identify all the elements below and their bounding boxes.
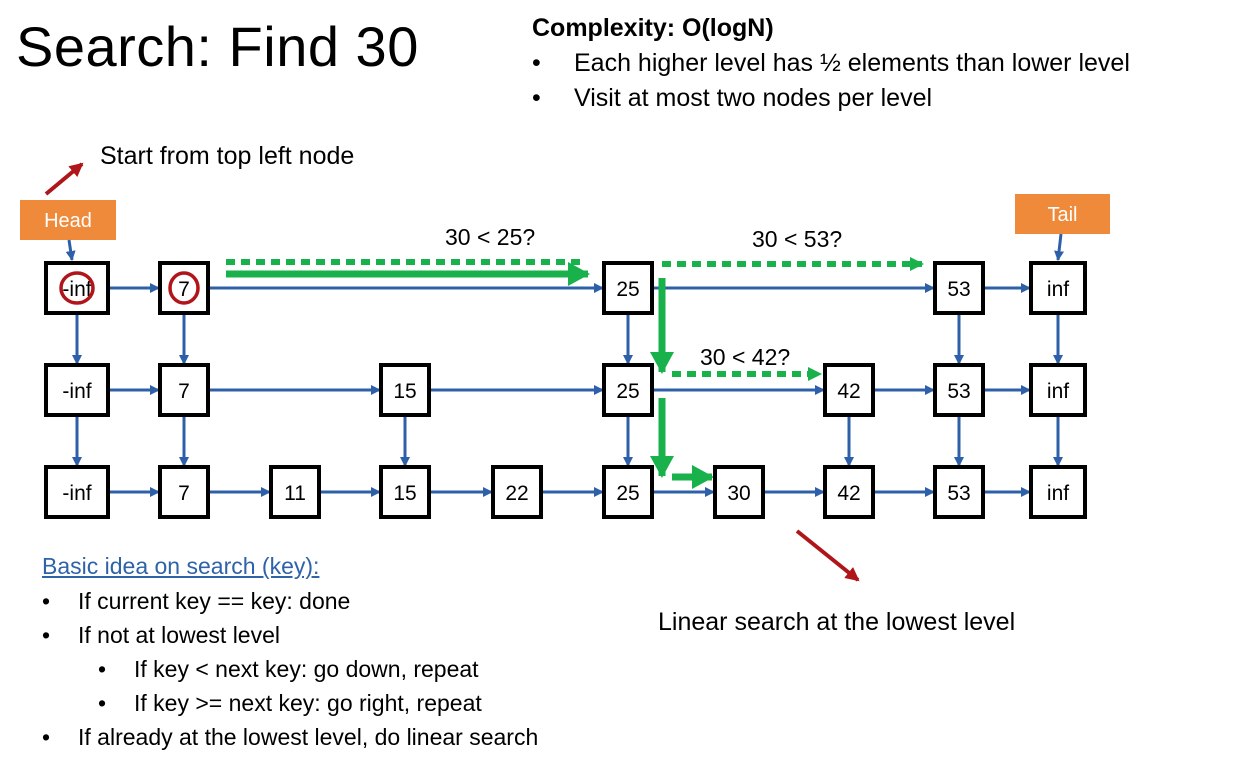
comparison-label: 30 < 25? — [445, 224, 535, 250]
node-label: -inf — [62, 482, 91, 505]
skip-list-node: 25 — [602, 363, 654, 417]
node-label: 25 — [616, 380, 639, 403]
node-label: inf — [1047, 278, 1069, 301]
basic-idea-block: Basic idea on search (key): If current k… — [42, 553, 538, 754]
skip-list-node: 15 — [379, 363, 431, 417]
skip-list-node: 25 — [602, 465, 654, 519]
complexity-point: Visit at most two nodes per level — [532, 84, 1130, 113]
node-label: 30 — [727, 482, 750, 505]
visited-circle — [59, 271, 95, 305]
skip-list-node: 7 — [158, 261, 210, 315]
basic-idea-heading: Basic idea on search (key): — [42, 553, 320, 579]
complexity-heading: Complexity: O(logN) — [532, 14, 774, 42]
head-tag-label: Head — [44, 210, 92, 232]
skip-list-node: 53 — [933, 363, 985, 417]
node-label: 42 — [837, 482, 860, 505]
skip-list-node: 11 — [269, 465, 321, 519]
node-label: 7 — [178, 482, 190, 505]
node-label: 53 — [947, 278, 970, 301]
skip-list-node: 15 — [379, 465, 431, 519]
node-label: -inf — [62, 380, 91, 403]
tail-tag: Tail — [1015, 194, 1110, 234]
skip-list-node: -inf — [44, 465, 110, 519]
node-label: 25 — [616, 278, 639, 301]
comparison-label: 30 < 42? — [700, 344, 790, 370]
skip-list-node: -inf — [44, 363, 110, 417]
visited-circle — [168, 271, 200, 305]
skip-list-node: 7 — [158, 465, 210, 519]
start-pointer-arrow — [44, 162, 84, 196]
skip-list-node: 53 — [933, 261, 985, 315]
node-label: 53 — [947, 482, 970, 505]
basic-idea-item: If current key == key: done — [42, 584, 538, 618]
basic-idea-item: If already at the lowest level, do linea… — [42, 720, 538, 754]
skip-list-node: -inf — [44, 261, 110, 315]
skip-list-node: 30 — [713, 465, 765, 519]
skip-list-node: inf — [1029, 465, 1087, 519]
tail-pointer-arrow — [1054, 233, 1064, 261]
node-label: 22 — [505, 482, 528, 505]
skip-list-node: 53 — [933, 465, 985, 519]
node-label: 25 — [616, 482, 639, 505]
node-label: 7 — [178, 278, 190, 301]
basic-idea-subitem: If key < next key: go down, repeat — [42, 652, 538, 686]
node-label: 15 — [393, 482, 416, 505]
skip-list-node: 42 — [823, 465, 875, 519]
node-label: 15 — [393, 380, 416, 403]
node-label: 11 — [284, 482, 306, 505]
basic-idea-item: If not at lowest level — [42, 618, 538, 652]
tail-tag-label: Tail — [1047, 204, 1077, 226]
skip-list-node: 42 — [823, 363, 875, 417]
head-pointer-arrow — [65, 239, 76, 261]
head-tag: Head — [20, 200, 116, 240]
linear-search-note: Linear search at the lowest level — [658, 608, 1016, 636]
node-label: inf — [1047, 380, 1069, 403]
node-label: -inf — [62, 278, 91, 301]
skip-list-node: inf — [1029, 363, 1087, 417]
skip-list-node: 25 — [602, 261, 654, 315]
node-label: 42 — [837, 380, 860, 403]
skip-list-node: 22 — [491, 465, 543, 519]
skip-list-node: inf — [1029, 261, 1087, 315]
node-label: 7 — [178, 380, 190, 403]
complexity-point: Each higher level has ½ elements than lo… — [532, 49, 1130, 78]
page-title: Search: Find 30 — [16, 15, 419, 78]
start-note: Start from top left node — [100, 142, 355, 170]
comparison-label: 30 < 53? — [752, 226, 842, 252]
node-label: inf — [1047, 482, 1069, 505]
basic-idea-subitem: If key >= next key: go right, repeat — [42, 686, 538, 720]
linear-pointer-arrow — [795, 529, 860, 582]
node-label: 53 — [947, 380, 970, 403]
skip-list-node: 7 — [158, 363, 210, 417]
complexity-block: Complexity: O(logN) Each higher level ha… — [532, 14, 1130, 119]
